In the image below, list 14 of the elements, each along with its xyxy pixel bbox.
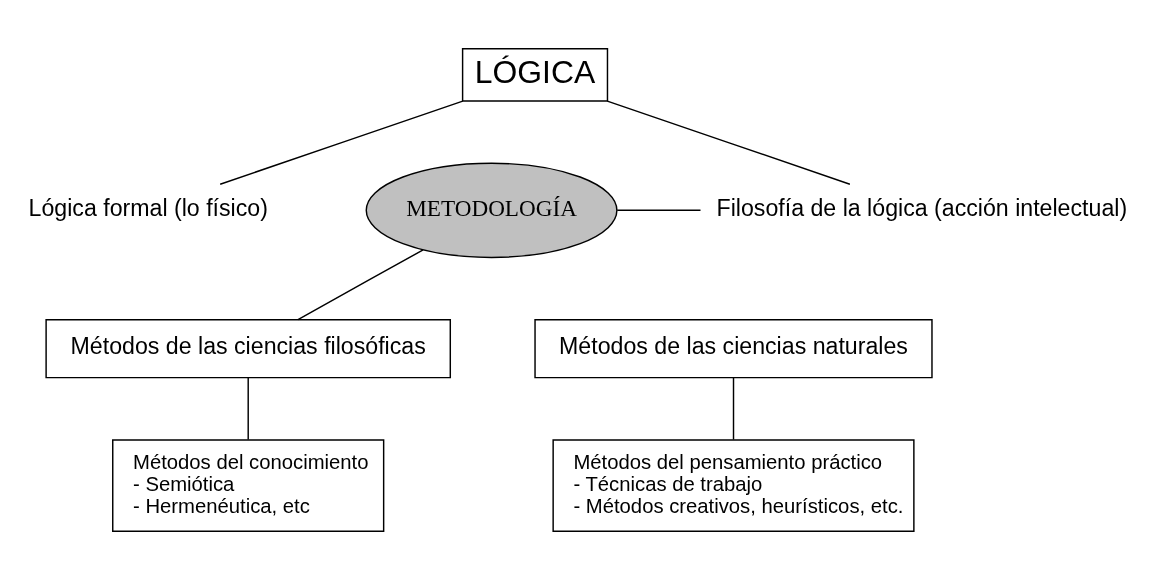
node-box: Métodos del pensamiento práctico - Técnicas de trabajo - Métodos creativos, heurísticos, etc. [552, 439, 915, 532]
node-text: Filosofía de la lógica (acción intelectual) [716, 194, 1128, 221]
connector [616, 209, 702, 212]
connector [732, 377, 735, 441]
node-box: Métodos de las ciencias filosóficas [45, 318, 451, 379]
connector [219, 100, 464, 185]
node-box: Métodos del conocimiento - Semiótica - Hermenéutica, etc [112, 439, 385, 532]
node-text: Lógica formal (lo físico) [28, 194, 268, 221]
node-ellipse: METODOLOGÍA [365, 162, 618, 259]
connector [297, 249, 424, 321]
node-box: Métodos de las ciencias naturales [534, 318, 933, 379]
connector [247, 377, 249, 441]
node-box: LÓGICA [461, 48, 609, 102]
connector [606, 100, 851, 185]
